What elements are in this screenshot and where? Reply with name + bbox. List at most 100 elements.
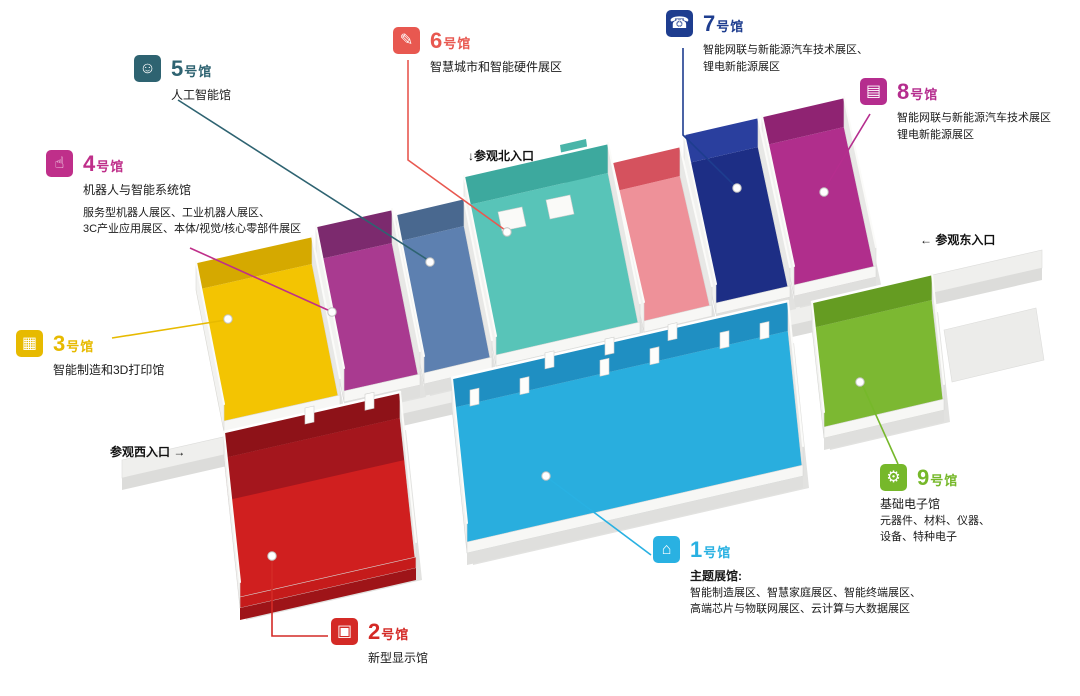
- hall-2-number: 2号馆: [368, 618, 410, 644]
- hall-6-label: ✎ 6号馆 智慧城市和智能硬件展区: [393, 27, 562, 76]
- hall-1-desc: 智能制造展区、智慧家庭展区、智能终端展区、: [690, 586, 921, 599]
- map-edge: [787, 300, 804, 447]
- hall-2-label: ▣ 2号馆 新型显示馆: [331, 618, 428, 667]
- map-edge: [761, 115, 795, 267]
- north-entrance-label: ↓参观北入口: [468, 149, 535, 163]
- hall-7-leader-dot: [732, 183, 742, 193]
- hall-8-leader-line: [823, 113, 871, 191]
- hall-9-number: 9号馆: [917, 464, 959, 490]
- hall-front-slab: [240, 568, 416, 620]
- corridor-pillar: [544, 350, 555, 370]
- hall-back-wall: [396, 198, 464, 242]
- map-edge: [399, 391, 417, 543]
- map-edge: [462, 141, 610, 178]
- pencil-icon: ✎: [393, 27, 420, 54]
- map-edge: [391, 208, 421, 352]
- hall-9-leader-line: [861, 383, 899, 465]
- hall-9-leader-dot: [855, 377, 865, 387]
- hall-6-leader-dot: [502, 227, 512, 237]
- map-edge: [757, 116, 791, 268]
- hall-8-leader-dot: [819, 187, 829, 197]
- map-edge: [394, 196, 466, 216]
- hall-back-wall: [224, 392, 400, 458]
- hall-3-label: ▦ 3号馆 智能制造和3D打印馆: [16, 330, 164, 379]
- hall-9-floor: [812, 300, 944, 438]
- hall-8-desc: 智能网联与新能源汽车技术展区: [897, 112, 1051, 124]
- map-edge: [931, 273, 945, 385]
- hall-7-label: ☎ 7号馆 智能网联与新能源汽车技术展区、 锂电新能源展区: [666, 10, 868, 75]
- hall-back-wall: [196, 236, 312, 290]
- map-edge: [610, 144, 682, 164]
- hall-1-number: 1号馆: [690, 536, 732, 562]
- hall-2-leader-dot: [267, 551, 277, 561]
- hall-7-leader-line: [682, 48, 736, 187]
- hall-9-desc: 设备、特种电子: [880, 531, 957, 544]
- corridor-pillar: [719, 330, 730, 350]
- hall-9-name: 基础电子馆: [880, 497, 941, 511]
- hall-back-wall: [762, 97, 844, 146]
- hall-1-leader-dot: [541, 471, 551, 481]
- hall-7-desc: 锂电新能源展区: [703, 60, 780, 73]
- hall-front-slab: [467, 476, 803, 565]
- robot-face-icon: ☺: [134, 55, 161, 82]
- map-edge: [395, 213, 425, 357]
- hall-9-label: ⚙ 9号馆 基础电子馆 元器件、材料、仪器、 设备、特种电子: [880, 464, 990, 546]
- hall-8-number: 8号馆: [897, 78, 939, 104]
- map-edge: [315, 225, 345, 369]
- hall-5-name: 人工智能馆: [171, 88, 232, 102]
- hall-2-leader-line: [271, 558, 328, 637]
- hall-1-label: ⌂ 1号馆 主题展馆: 智能制造展区、智慧家庭展区、智能终端展区、 高端芯片与物…: [653, 536, 921, 618]
- map-edge: [223, 431, 241, 583]
- hall-4-name: 机器人与智能系统馆: [83, 183, 192, 197]
- side-platform: [943, 307, 1045, 383]
- corridor-pillar: [649, 346, 660, 366]
- corridor-pillar: [604, 336, 615, 356]
- map-edge: [607, 142, 641, 304]
- hall-4-leader-dot: [327, 307, 337, 317]
- map-edge: [463, 197, 493, 341]
- map-edge: [682, 115, 760, 136]
- corridor-pillar: [667, 322, 678, 342]
- hall-5-label: ☺ 5号馆 人工智能馆: [134, 55, 231, 104]
- document-icon: ▤: [860, 78, 887, 105]
- corridor-pillar: [364, 391, 375, 411]
- hall-6-number: 6号馆: [430, 27, 472, 53]
- map-edge: [311, 235, 341, 379]
- hall-5-leader-line: [177, 99, 429, 261]
- gear-icon: ⚙: [880, 464, 907, 491]
- hall-4-leader-line: [189, 247, 331, 312]
- hall-back-wall: [452, 301, 788, 408]
- map-edge: [314, 207, 394, 228]
- hall-back-wall: [812, 274, 932, 328]
- map-edge: [843, 96, 877, 248]
- corridor-pillar: [304, 405, 315, 425]
- map-edge: [683, 133, 717, 285]
- hall-6-leader-line: [407, 60, 506, 231]
- hall-7-number: 7号馆: [703, 10, 745, 36]
- corridor-pillar: [469, 387, 480, 407]
- corridor-pillar: [759, 321, 770, 340]
- hall-3-number: 3号馆: [53, 330, 95, 356]
- hall-front-slab: [824, 410, 944, 450]
- hall-2-name: 新型显示馆: [368, 651, 429, 665]
- hall-9-desc: 元器件、材料、仪器、: [880, 514, 990, 527]
- hall-back-wall: [684, 117, 758, 164]
- hall-3-floor: [196, 264, 340, 432]
- house-icon: ⌂: [653, 536, 680, 563]
- map-edge: [760, 95, 846, 118]
- corridor-pillar: [519, 376, 530, 395]
- hall-1-desc: 高端芯片与物联网展区、云计算与大数据展区: [690, 603, 910, 616]
- corridor-pillar: [599, 357, 610, 377]
- hall-8-desc: 锂电新能源展区: [897, 128, 974, 141]
- hall-1-name: 主题展馆:: [690, 569, 742, 583]
- map-edge: [810, 272, 934, 304]
- monitor-icon: ▣: [331, 618, 358, 645]
- map-edge: [195, 261, 225, 405]
- hall-1-leader-line: [547, 477, 652, 556]
- map-edge: [679, 145, 713, 287]
- hall-8-label: ▤ 8号馆 智能网联与新能源汽车技术展区 锂电新能源展区: [860, 78, 1051, 143]
- map-edge: [811, 301, 825, 413]
- east-entrance-label: ← 参观东入口: [920, 233, 996, 247]
